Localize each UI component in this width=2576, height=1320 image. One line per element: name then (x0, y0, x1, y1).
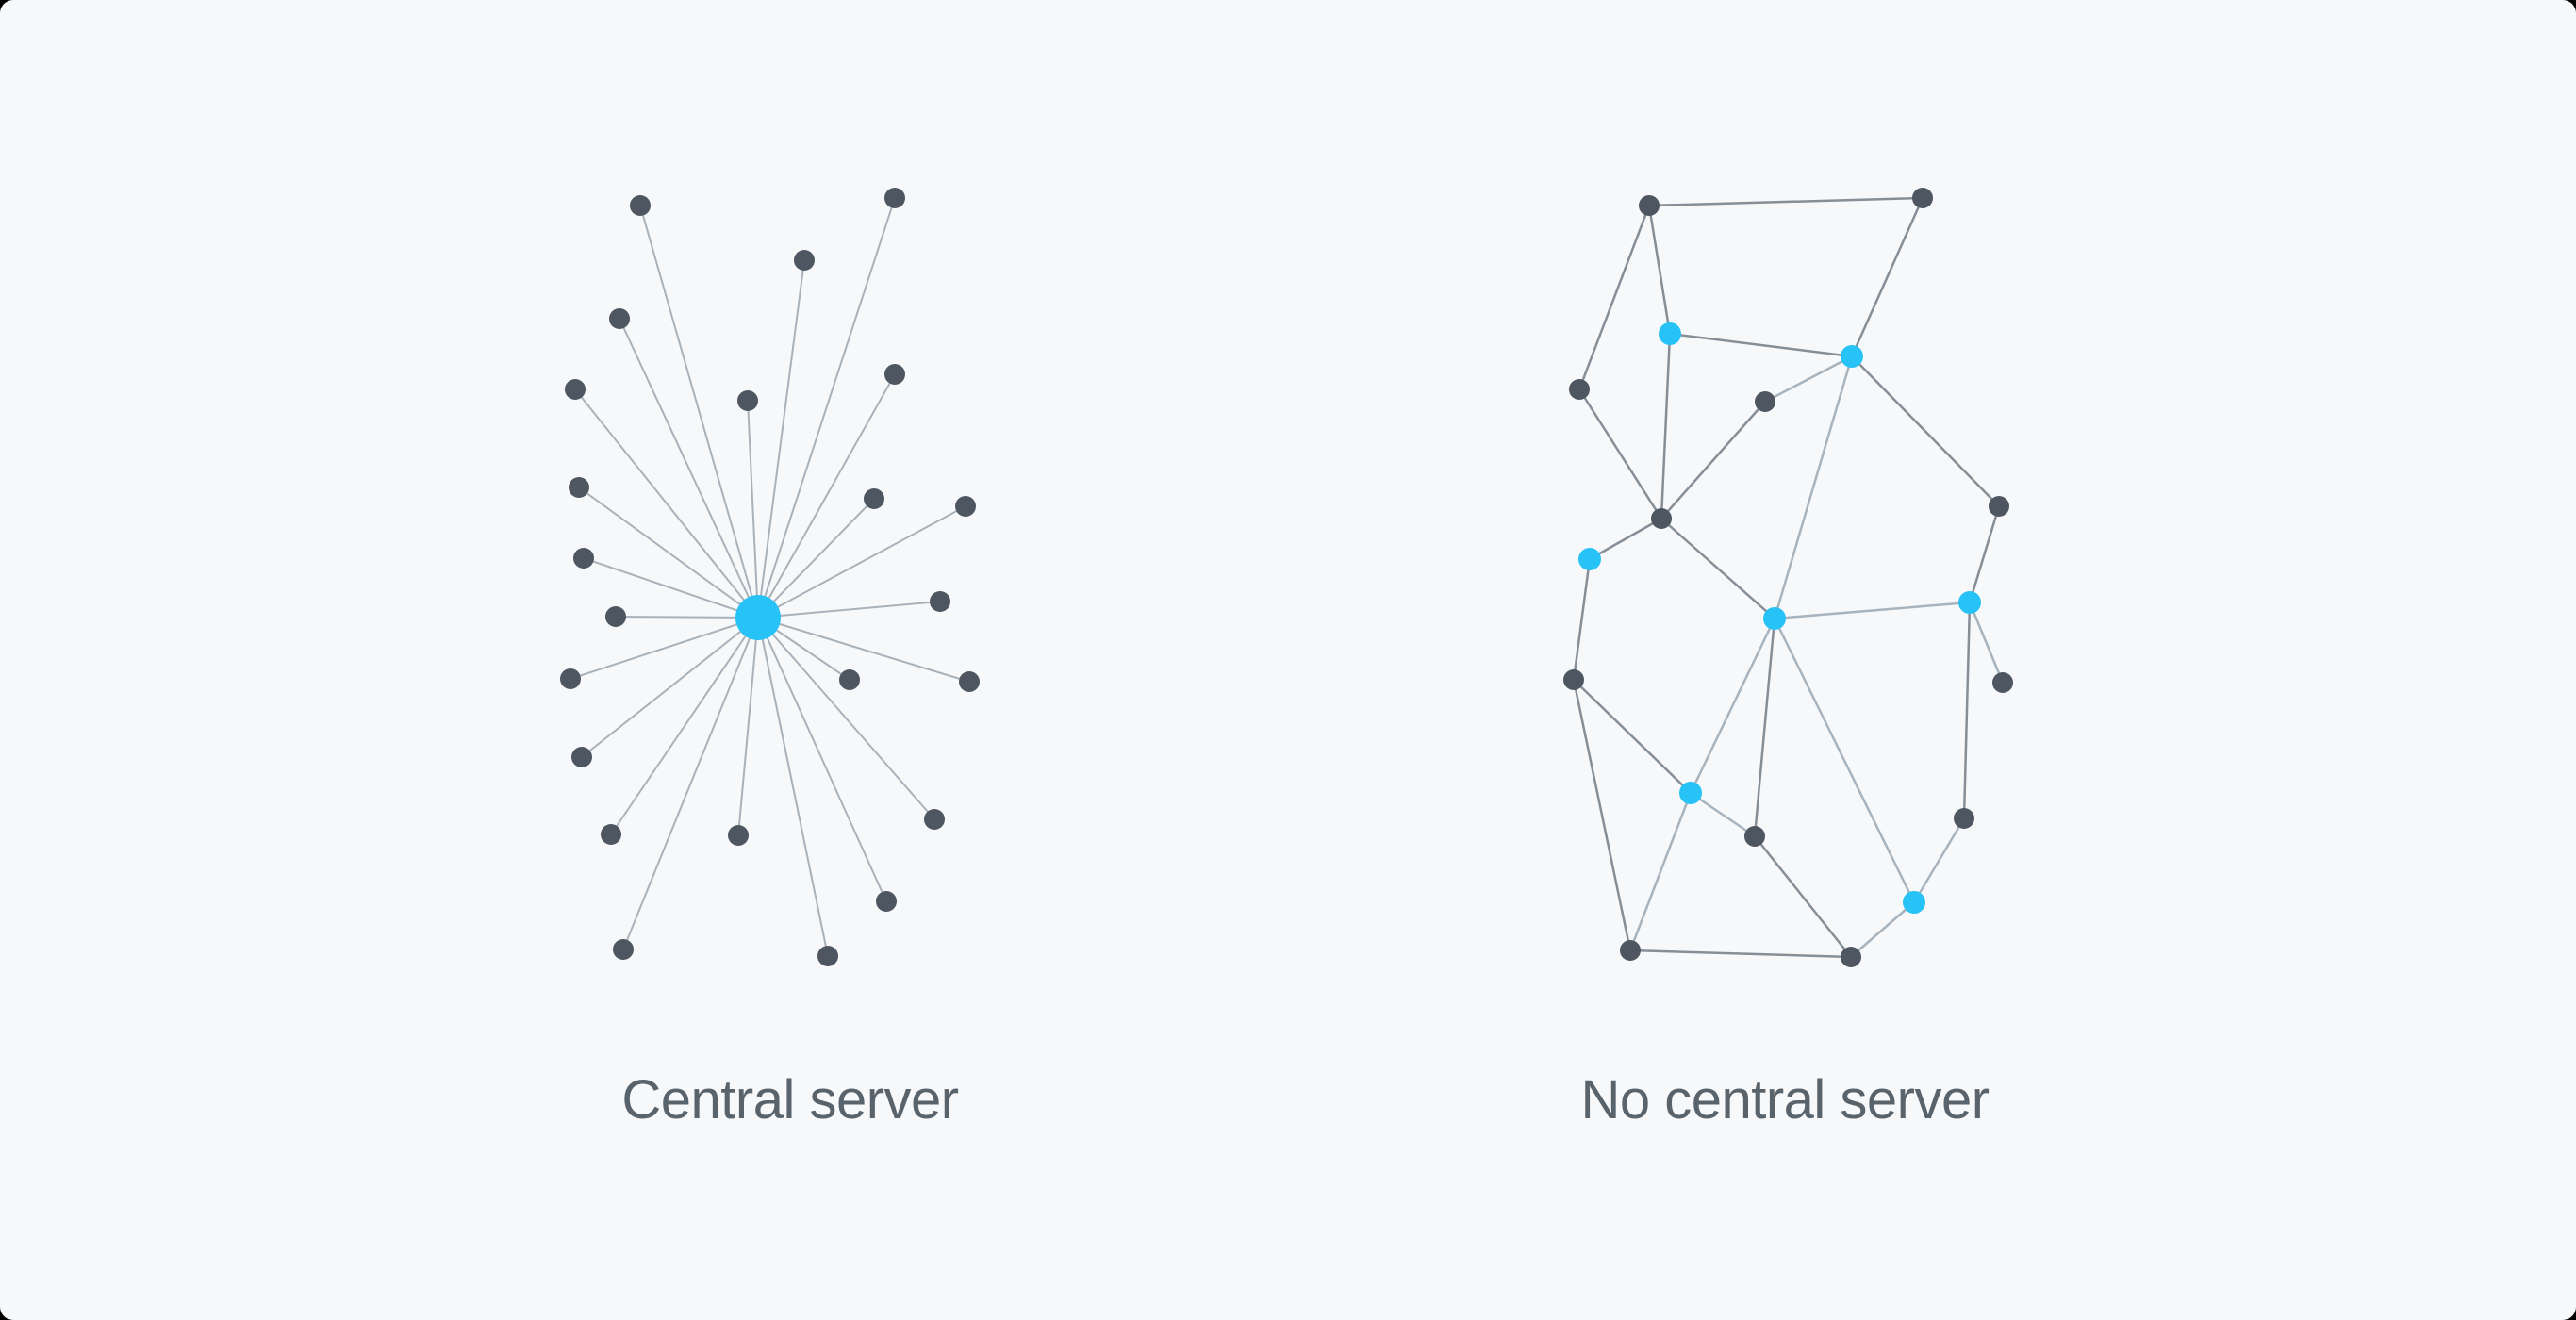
peer-node-gray (1989, 496, 2009, 517)
mesh-edge (1629, 949, 1852, 959)
no-central-server-label: No central server (1580, 1069, 1990, 1130)
peer-node-gray (1912, 188, 1933, 208)
client-node (955, 496, 976, 517)
spoke-edge (581, 617, 759, 758)
peer-node-gray (1563, 669, 1584, 690)
client-node (737, 390, 758, 411)
peer-node-blue (1578, 548, 1601, 570)
peer-node-blue (1903, 891, 1925, 914)
spoke-edge (757, 617, 887, 902)
peer-node-blue (1659, 322, 1681, 345)
mesh-edge (1764, 355, 1853, 404)
client-node (817, 946, 838, 966)
mesh-edge (1850, 197, 1924, 357)
peer-node-gray (1992, 672, 2013, 693)
client-node (930, 591, 950, 612)
mesh-edge (1968, 505, 2001, 603)
peer-node-gray (1620, 940, 1641, 961)
peer-node-blue (1763, 607, 1786, 630)
spoke-edge (757, 498, 875, 619)
client-node (609, 308, 630, 329)
spoke-edge (574, 388, 759, 619)
mesh-edge (1773, 618, 1916, 903)
mesh-edge (1690, 791, 1756, 838)
client-node (601, 824, 621, 845)
spoke-edge (757, 373, 896, 619)
spoke-edge (757, 601, 941, 619)
mesh-edge (1669, 332, 1853, 358)
mesh-edge (1647, 205, 1672, 335)
client-node (728, 825, 749, 846)
spoke-edge (615, 616, 759, 619)
spoke-edge (570, 617, 759, 680)
mesh-edge (1648, 196, 1924, 207)
peer-node-gray (1954, 808, 1974, 829)
spoke-edge (757, 617, 935, 820)
spoke-edge (747, 400, 759, 619)
mesh-edge (1573, 679, 1692, 794)
central-server-node (735, 595, 781, 640)
mesh-edge (1572, 679, 1632, 951)
mesh-edge (1660, 518, 1775, 619)
spoke-edge (757, 197, 896, 619)
spoke-edge (619, 318, 759, 619)
mesh-edge (1774, 601, 1971, 620)
client-node (924, 809, 945, 830)
peer-node-gray (1744, 826, 1765, 847)
peer-node-gray (1639, 195, 1660, 216)
client-node (605, 606, 626, 627)
client-node (613, 939, 634, 960)
client-node (571, 747, 592, 767)
client-node (876, 891, 897, 912)
mesh-edge (1753, 618, 1776, 837)
client-node (884, 364, 905, 385)
mesh-edge (1572, 558, 1592, 681)
mesh-edge (1628, 792, 1693, 951)
mesh-edge (1660, 333, 1672, 520)
mesh-edge (1962, 602, 1972, 819)
spoke-edge (578, 487, 759, 619)
spoke-edge (757, 617, 829, 957)
mesh-edge (1689, 618, 1776, 794)
mesh-edge (1851, 355, 2000, 507)
client-node (839, 669, 860, 690)
spoke-edge (757, 505, 966, 619)
mesh-edge (1968, 602, 2005, 684)
peer-node-blue (1679, 782, 1702, 804)
peer-node-blue (1841, 345, 1863, 368)
spoke-edge (610, 617, 759, 835)
mesh-edge (1850, 901, 1915, 958)
mesh-edge (1577, 388, 1663, 520)
peer-node-gray (1651, 508, 1672, 529)
client-node (884, 188, 905, 208)
client-node (794, 250, 815, 271)
client-node (959, 671, 980, 692)
peer-node-gray (1755, 391, 1775, 412)
client-node (565, 379, 586, 400)
client-node (864, 488, 884, 509)
peer-node-blue (1958, 591, 1981, 614)
mesh-edge (1754, 835, 1852, 958)
client-node (630, 195, 651, 216)
client-node (560, 668, 581, 689)
mesh-edge (1912, 817, 1966, 903)
peer-node-gray (1569, 379, 1590, 400)
spoke-edge (583, 557, 759, 619)
spoke-edge (639, 205, 759, 619)
mesh-edge (1660, 401, 1766, 520)
mesh-edge (1589, 517, 1662, 561)
central-server-label: Central server (621, 1069, 959, 1130)
spoke-edge (757, 617, 970, 683)
spoke-edge (757, 259, 805, 619)
client-node (573, 548, 594, 569)
client-node (569, 477, 589, 498)
peer-node-gray (1841, 947, 1861, 967)
spoke-edge (622, 617, 759, 950)
mesh-edge (1773, 355, 1854, 619)
spoke-edge (737, 617, 759, 836)
mesh-edge (1577, 205, 1651, 390)
